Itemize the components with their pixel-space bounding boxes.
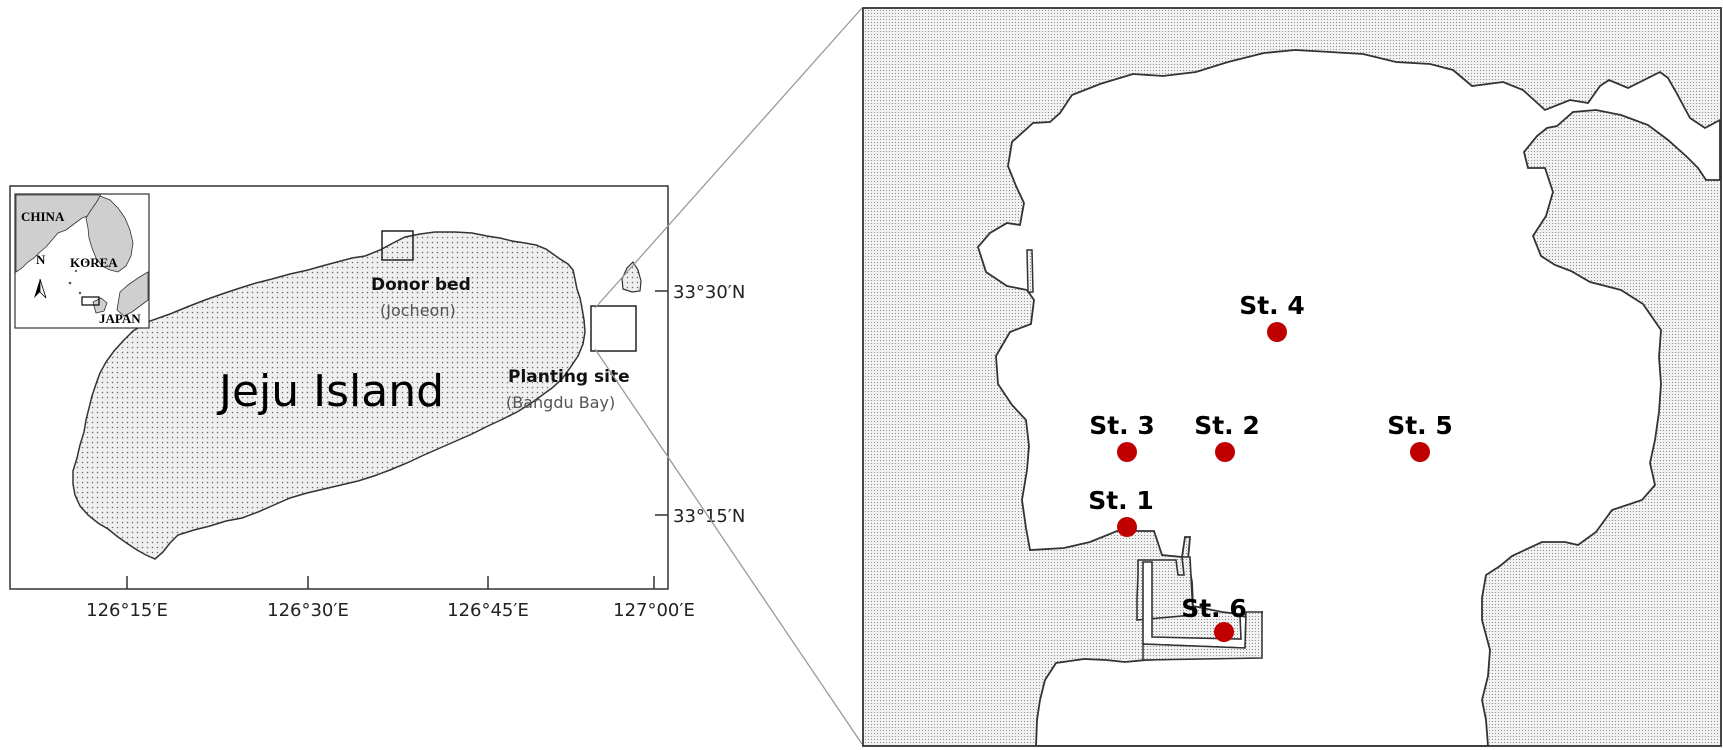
inset-islet [78,291,82,295]
latitude-tick-label: 33°15′N [673,506,745,527]
longitude-axis: 126°15′E 126°30′E 126°45′E 127°00′E [86,576,695,621]
inset-label-china: CHINA [21,209,65,224]
station-st2: St. 2 [1194,411,1260,462]
planting-site-label: Planting site [508,367,630,387]
station-marker [1117,517,1137,537]
station-label: St. 3 [1089,411,1155,440]
latitude-tick-label: 33°30′N [673,282,745,303]
udo-islet [621,261,642,293]
station-st3: St. 3 [1089,411,1155,462]
longitude-tick-label: 126°15′E [86,600,168,621]
inset-islet [74,269,78,273]
jeju-island-landmass [72,231,586,560]
locator-inset-map: N CHINA KOREA JAPAN [14,193,150,329]
station-markers: St. 1 St. 2 St. 3 St. 4 St. 5 St. 6 [1088,291,1453,642]
inset-islet [68,281,72,285]
donor-bed-box [381,230,414,261]
station-label: St. 2 [1194,411,1260,440]
connector-line-bottom [594,348,863,745]
station-label: St. 4 [1239,291,1305,320]
station-marker [1214,622,1234,642]
station-st6: St. 6 [1181,594,1247,642]
station-st5: St. 5 [1387,411,1453,462]
inset-label-japan: JAPAN [99,311,141,326]
north-arrow-icon [34,278,47,299]
bangdu-bay-detail-panel: St. 1 St. 2 St. 3 St. 4 St. 5 St. 6 [862,7,1722,747]
donor-bed-label: Donor bed [371,275,471,295]
station-label: St. 5 [1387,411,1453,440]
regional-map-panel: N CHINA KOREA JAPAN Jeju Island Donor be… [9,185,745,621]
island-label: Jeju Island [216,366,444,417]
longitude-tick-label: 127°00′E [613,600,695,621]
planting-site-location: (Bangdu Bay) [506,393,615,412]
korean-peninsula [85,195,134,273]
harbour-inner-pier [1142,611,1263,661]
north-arrow-label: N [36,252,46,267]
connector-line-top [594,7,863,309]
zoom-connector-lines [594,7,863,745]
longitude-tick-label: 126°45′E [447,600,529,621]
station-st1: St. 1 [1088,486,1154,537]
donor-bed-location: (Jocheon) [380,301,456,320]
station-marker [1215,442,1235,462]
station-label: St. 6 [1181,594,1247,623]
inset-label-korea: KOREA [70,255,118,270]
station-label: St. 1 [1088,486,1154,515]
detail-panel-frame [862,7,1722,747]
japan-islands [116,271,149,317]
latitude-axis: 33°30′N 33°15′N [655,282,745,527]
west-jetty [1026,249,1034,293]
station-marker [1117,442,1137,462]
longitude-tick-label: 126°30′E [267,600,349,621]
japan-southern-islands [92,297,108,314]
station-marker [1267,322,1287,342]
planting-site-box [590,305,637,352]
inset-jeju-marker [81,296,100,306]
inset-islet [85,261,87,263]
station-st4: St. 4 [1239,291,1305,342]
station-marker [1410,442,1430,462]
